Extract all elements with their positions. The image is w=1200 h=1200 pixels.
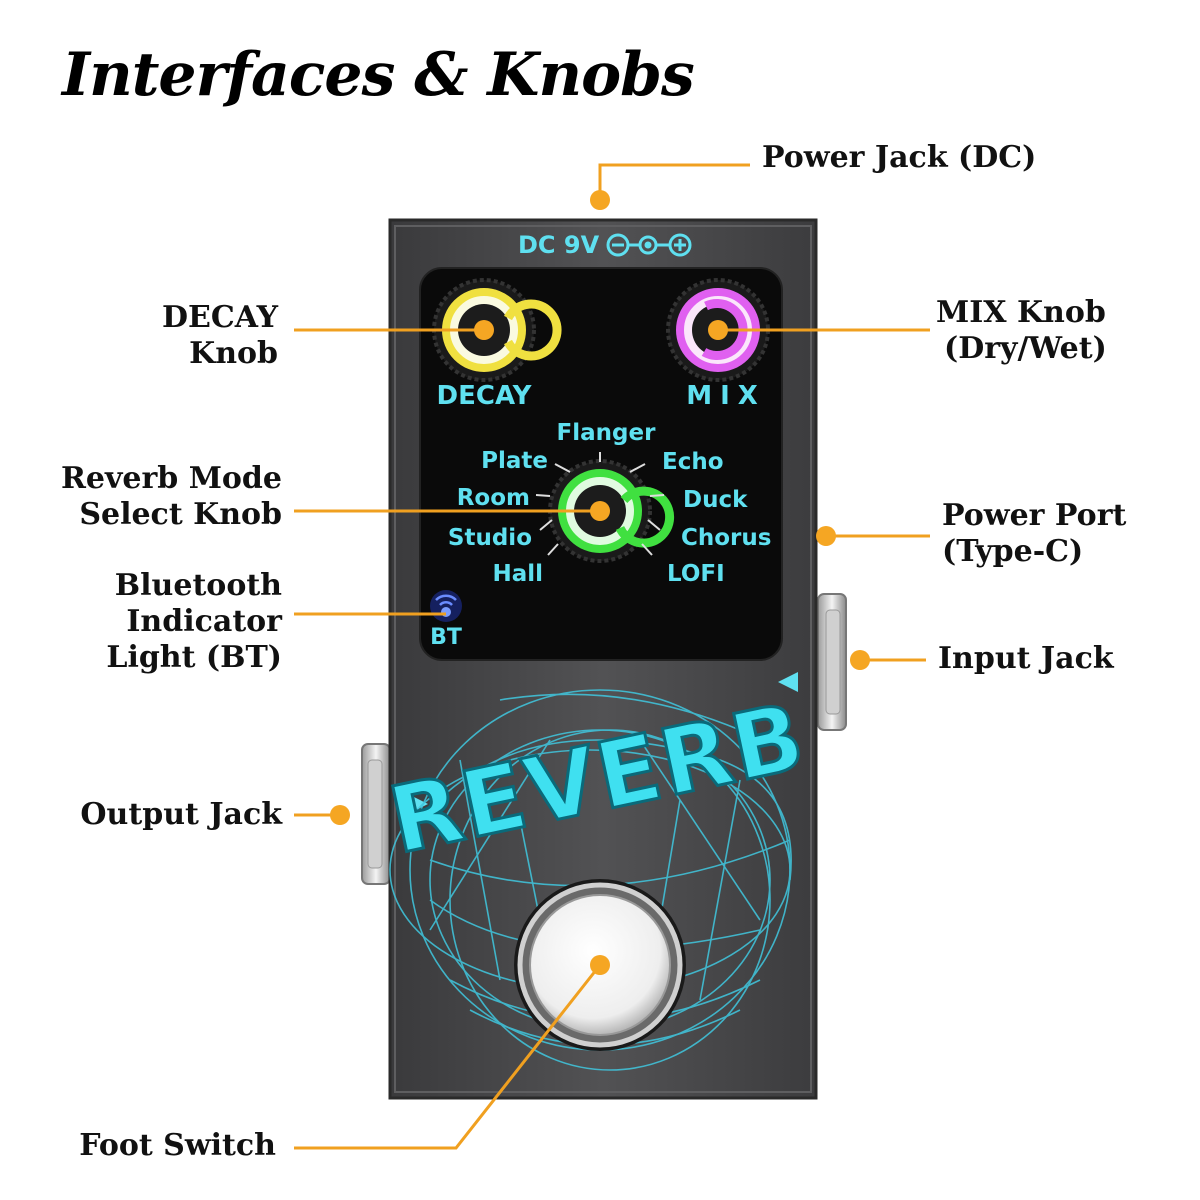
label-bt-line1: Bluetooth <box>114 568 282 603</box>
power-polarity-icon <box>606 233 692 257</box>
label-output-jack: Output Jack <box>80 797 282 833</box>
label-mix: MIX Knob (Dry/Wet) <box>936 295 1107 367</box>
decay-knob-label: DECAY <box>437 381 533 411</box>
label-power-jack: Power Jack (DC) <box>762 140 1036 176</box>
label-bt-line3: Light (BT) <box>106 640 282 675</box>
bt-label: BT <box>430 625 462 650</box>
label-bluetooth: Bluetooth Indicator Light (BT) <box>106 568 282 676</box>
label-decay-line1: DECAY <box>162 300 278 335</box>
label-power-jack-line1: Power Jack (DC) <box>762 140 1037 175</box>
mode-room: Room <box>457 485 530 511</box>
mix-knob-label: MIX <box>686 381 766 411</box>
mode-lofi: LOFI <box>667 561 725 587</box>
label-input-line1: Input Jack <box>938 641 1114 676</box>
mode-plate: Plate <box>481 448 548 474</box>
label-power-port-line1: Power Port <box>942 498 1127 533</box>
mode-duck: Duck <box>683 487 748 513</box>
label-input-jack: Input Jack <box>938 641 1114 677</box>
mode-hall: Hall <box>492 561 543 587</box>
label-decay: DECAY Knob <box>162 300 278 372</box>
label-foot-switch: Foot Switch <box>79 1128 276 1164</box>
label-mix-line1: MIX Knob <box>936 295 1106 330</box>
label-bt-line2: Indicator <box>126 604 282 639</box>
label-power-port-line2: (Type-C) <box>942 534 1084 569</box>
mode-echo: Echo <box>662 449 724 475</box>
label-mode-line1: Reverb Mode <box>60 461 282 496</box>
mode-chorus: Chorus <box>681 525 771 551</box>
label-output-line1: Output Jack <box>80 797 282 832</box>
label-foot-line1: Foot Switch <box>79 1128 276 1163</box>
triangle-marker-icon <box>778 672 798 692</box>
foot-switch[interactable] <box>514 879 686 1051</box>
mode-studio: Studio <box>448 525 532 551</box>
bluetooth-signal-icon <box>430 590 462 622</box>
mode-ticks <box>535 452 665 556</box>
callout-lines <box>294 163 930 1150</box>
label-mode-select: Reverb Mode Select Knob <box>61 461 282 533</box>
label-power-port: Power Port (Type-C) <box>942 498 1126 570</box>
mode-flanger: Flanger <box>557 420 657 446</box>
triangle-marker-icon <box>408 794 428 814</box>
page-title: Interfaces & Knobs <box>62 40 695 110</box>
label-mode-line2: Select Knob <box>79 497 282 532</box>
label-decay-line2: Knob <box>189 336 278 371</box>
output-jack <box>361 743 392 885</box>
label-mix-line2: (Dry/Wet) <box>944 331 1107 366</box>
dc-voltage-label: DC 9V <box>518 231 600 259</box>
